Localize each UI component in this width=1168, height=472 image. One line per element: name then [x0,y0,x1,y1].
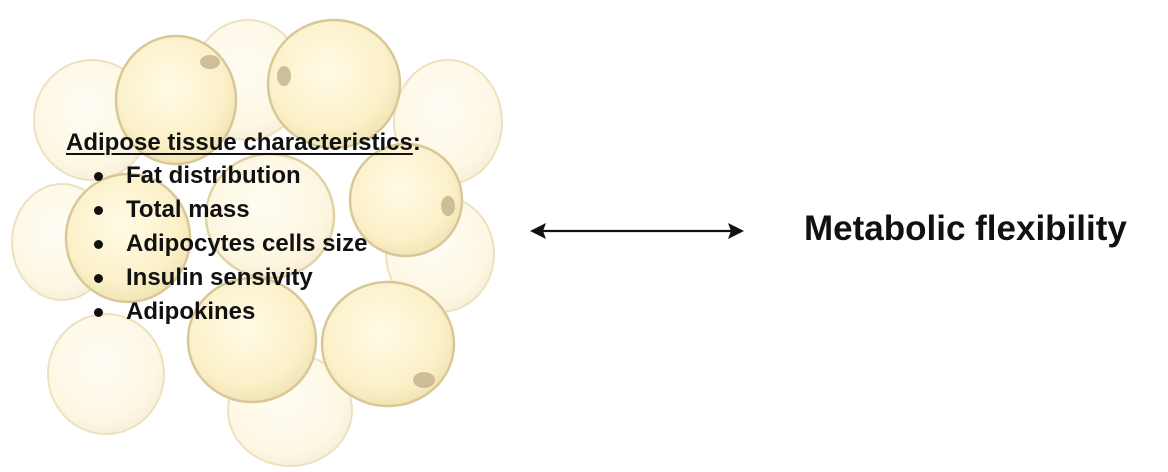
adipocyte-nucleus [441,196,455,216]
adipocyte-cells-illustration [11,18,503,467]
list-item: Total mass [66,193,506,227]
list-item: Insulin sensivity [66,261,506,295]
adipocyte-cell [266,18,402,150]
bullet-icon [94,308,103,317]
double-arrow-icon [530,223,744,239]
list-item-label: Adipokines [126,298,256,325]
adipocyte-cell [186,276,318,404]
list-item: Adipocytes cells size [66,227,506,261]
arrowhead-left [530,223,546,239]
list-item-label: Adipocytes cells size [126,230,368,257]
adipocyte-cell [204,152,336,280]
arrowhead-right [728,223,744,239]
characteristics-heading-text: Adipose tissue characteristics [66,129,413,156]
foreground-cells [64,18,464,408]
list-item: Adipokines [66,295,506,329]
bullet-icon [94,206,103,215]
bullet-icon [94,172,103,181]
characteristics-heading-suffix: : [412,129,421,156]
list-item-label: Fat distribution [126,162,301,189]
list-item-label: Insulin sensivity [126,264,313,291]
adipocyte-cell [47,313,165,435]
metabolic-flexibility-label: Metabolic flexibility [804,209,1127,248]
list-item-label: Total mass [126,196,250,223]
adipocyte-nucleus [277,66,291,86]
bullet-icon [94,240,103,249]
characteristics-panel: Adipose tissue characteristics: Fat dist… [66,127,506,329]
bullet-icon [94,274,103,283]
list-item: Fat distribution [66,159,506,193]
characteristics-list: Fat distribution Total mass Adipocytes c… [66,159,506,329]
adipocyte-nucleus [200,55,220,69]
adipocyte-nucleus [413,372,435,388]
adipocyte-cell [348,142,464,258]
characteristics-heading: Adipose tissue characteristics: [66,127,421,159]
